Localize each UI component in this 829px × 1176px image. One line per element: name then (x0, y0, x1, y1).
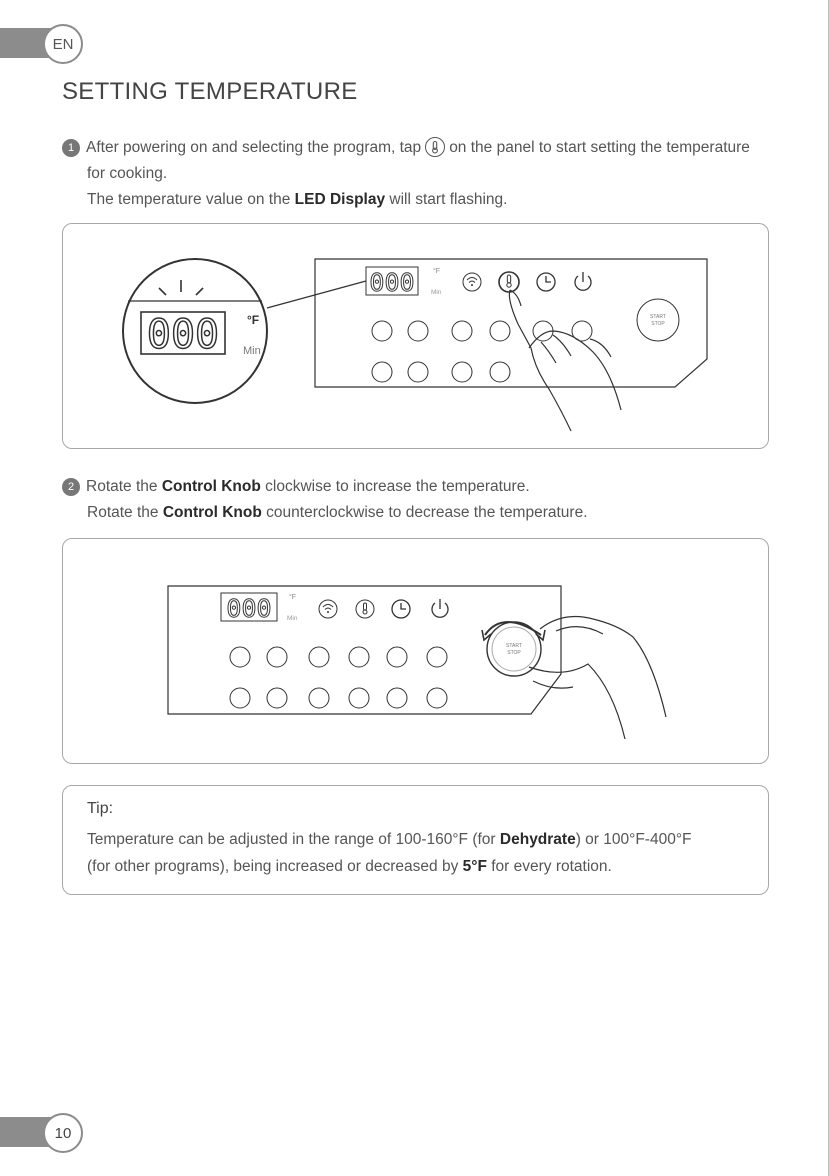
led-display-term: LED Display (294, 191, 386, 208)
power-icon (431, 599, 449, 618)
step-1-text: 1 After powering on and selecting the pro… (62, 135, 792, 213)
knob-start-label: START (506, 643, 522, 649)
step-2-number: 2 (62, 478, 80, 496)
tip-body: Temperature can be adjusted in the range… (87, 826, 747, 880)
wifi-icon (318, 599, 338, 619)
tip-title: Tip: (87, 800, 114, 817)
step-value: 5°F (462, 858, 487, 875)
step-1-line-1-start: After powering on and selecting the prog… (86, 139, 422, 156)
panel-2-unit-label: °F (289, 593, 296, 601)
step-1-line-3-start: The temperature value on the (87, 191, 295, 208)
hand-icon (508, 289, 622, 432)
step-1-line-2: for cooking. (87, 165, 168, 182)
stop-label: STOP (651, 321, 665, 327)
tip-line-2-start: (for other programs), being increased or… (87, 858, 463, 875)
step-2-line-2-end: counterclockwise to decrease the tempera… (261, 504, 588, 521)
page-title: SETTING TEMPERATURE (62, 78, 358, 105)
step-2-line-2-start: Rotate the (87, 504, 163, 521)
dehydrate-term: Dehydrate (499, 831, 576, 848)
step-1-line-3: The temperature value on the LED Display… (62, 187, 792, 213)
panel-2-min-label: Min (287, 615, 298, 622)
illustration-2-box: 000 °F Min START STOP (62, 538, 769, 764)
hand-icon (528, 616, 667, 740)
wifi-icon (462, 272, 482, 292)
step-1-line-1-end: on the panel to start setting the temper… (449, 139, 750, 156)
step-2-line-1-end: clockwise to increase the temperature. (260, 478, 530, 495)
program-button-icon (229, 646, 448, 709)
step-2-line-2: Rotate the Control Knob counterclockwise… (62, 500, 792, 526)
step-2-line-1-start: Rotate the (86, 478, 162, 495)
thermometer-button-icon (498, 271, 520, 293)
illustration-1-box: 000 °F Min 000 °F Min START STOP (62, 223, 769, 449)
start-stop-knob: START STOP (636, 298, 680, 342)
tip-line-2-end: for every rotation. (486, 858, 612, 875)
page-number: 10 (43, 1113, 83, 1153)
program-button-icon (371, 320, 593, 383)
panel-2-led-digits: 000 (226, 594, 271, 623)
panel-illustration-2: 000 °F Min START STOP (167, 585, 667, 740)
panel-led-digits: 000 (369, 268, 414, 297)
control-knob-term-2: Control Knob (162, 504, 262, 521)
magnified-unit-label: °F (247, 313, 259, 327)
start-label: START (650, 314, 666, 320)
knob-stop-label: STOP (507, 650, 521, 656)
thermometer-icon (355, 599, 375, 619)
step-1-number: 1 (62, 139, 80, 157)
language-badge: EN (43, 24, 83, 64)
tip-line-1-end: ) or 100°F-400°F (575, 831, 692, 848)
thermometer-icon (425, 137, 446, 157)
panel-unit-label: °F (433, 267, 440, 275)
panel-illustration-1: 000 °F Min 000 °F Min START STOP (122, 258, 708, 432)
panel-min-label: Min (431, 289, 442, 296)
control-knob-term-1: Control Knob (161, 478, 261, 495)
clock-icon (536, 272, 556, 292)
magnified-led-digits: 000 (147, 312, 219, 358)
clock-icon (391, 599, 411, 619)
control-knob: START STOP (486, 621, 542, 677)
magnified-min-label: Min (243, 345, 261, 357)
rotate-arrow-icon (481, 621, 546, 642)
step-1-line-3-end: will start flashing. (385, 191, 508, 208)
power-icon (574, 272, 592, 291)
tip-line-1-start: Temperature can be adjusted in the range… (87, 831, 500, 848)
tip-box: Tip: Temperature can be adjusted in the … (62, 785, 769, 895)
